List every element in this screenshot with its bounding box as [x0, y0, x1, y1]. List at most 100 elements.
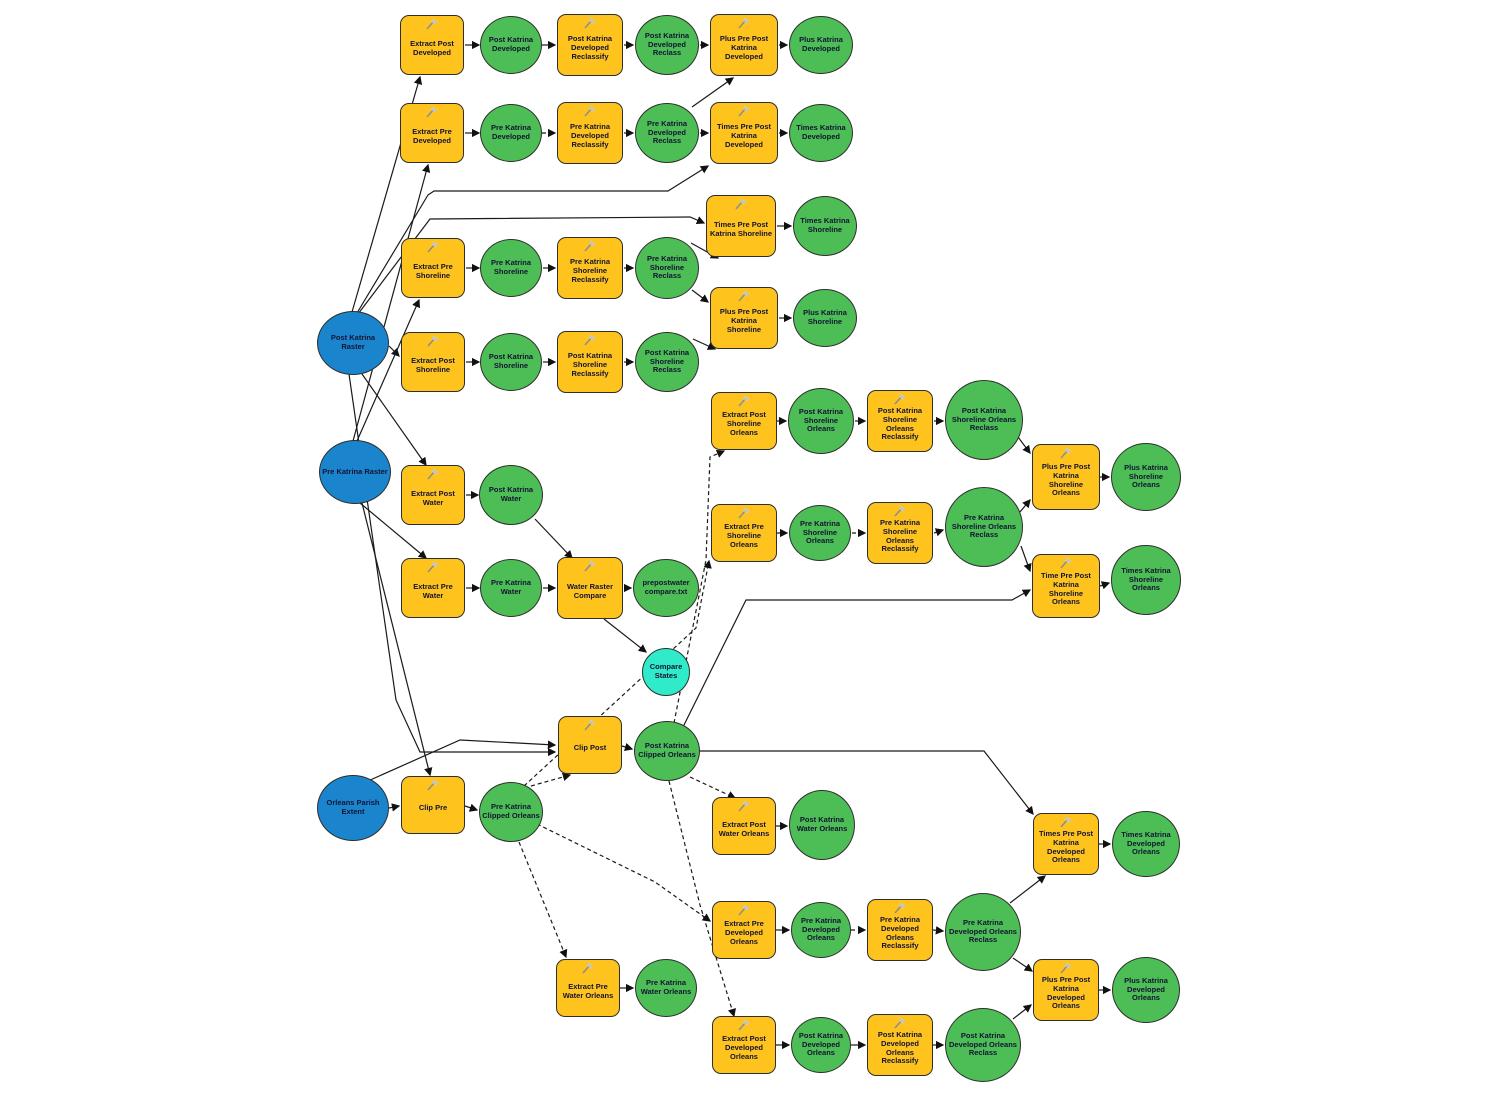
extract-pre-water[interactable]: Extract Pre Water: [401, 558, 465, 618]
extract-post-developed[interactable]: Extract Post Developed: [400, 15, 464, 75]
extract-post-water[interactable]: Extract Post Water: [401, 465, 465, 525]
post-katrina-developed-reclass[interactable]: Post Katrina Developed Reclass: [635, 15, 699, 75]
pre-katrina-shoreline-reclass[interactable]: Pre Katrina Shoreline Reclass: [635, 237, 699, 299]
times-pre-post-katrina-developed[interactable]: Times Pre Post Katrina Developed: [710, 102, 778, 164]
water-raster-compare[interactable]: Water Raster Compare: [557, 557, 623, 619]
post-katrina-water-orleans[interactable]: Post Katrina Water Orleans: [789, 790, 855, 860]
node-label: Post Katrina Raster: [330, 333, 376, 351]
plus-pre-post-katrina-developed[interactable]: Plus Pre Post Katrina Developed: [710, 14, 778, 76]
node-label: Times Katrina Shoreline Orleans: [1121, 565, 1171, 593]
node-label: Extract Pre Shoreline: [413, 261, 453, 280]
edge-post-katrina-shoreline-orleans-reclass-to-plus-pre-post-katrina-shoreline-orleans: [1017, 436, 1031, 455]
pre-katrina-raster[interactable]: Pre Katrina Raster: [319, 440, 391, 504]
pre-katrina-shoreline-orleans-reclassify[interactable]: Pre Katrina Shoreline Orleans Reclassify: [867, 502, 933, 564]
pre-katrina-developed-reclassify[interactable]: Pre Katrina Developed Reclassify: [557, 102, 623, 164]
post-katrina-clipped-orleans[interactable]: Post Katrina Clipped Orleans: [634, 721, 700, 781]
edge-pre-katrina-clipped-orleans-to-extract-pre-developed-orleans: [536, 823, 712, 922]
post-katrina-developed-orleans-reclassify[interactable]: Post Katrina Developed Orleans Reclassif…: [867, 1014, 933, 1076]
node-label: Post Katrina Developed Orleans Reclass: [949, 1030, 1017, 1058]
node-label: Pre Katrina Shoreline: [490, 258, 532, 276]
extract-post-developed-orleans[interactable]: Extract Post Developed Orleans: [712, 1016, 776, 1074]
plus-katrina-shoreline-orleans[interactable]: Plus Katrina Shoreline Orleans: [1111, 443, 1181, 511]
pre-katrina-water-orleans[interactable]: Pre Katrina Water Orleans: [635, 959, 697, 1017]
hammer-tool-icon: [425, 467, 441, 480]
times-pre-post-katrina-developed-orleans[interactable]: Times Pre Post Katrina Developed Orleans: [1033, 813, 1099, 875]
hammer-tool-icon: [580, 961, 596, 974]
pre-katrina-developed-reclass[interactable]: Pre Katrina Developed Reclass: [635, 103, 699, 163]
post-katrina-shoreline[interactable]: Post Katrina Shoreline: [480, 333, 542, 391]
extract-post-shoreline-orleans[interactable]: Extract Post Shoreline Orleans: [711, 392, 777, 450]
times-katrina-shoreline-orleans[interactable]: Times Katrina Shoreline Orleans: [1111, 545, 1181, 615]
extract-pre-shoreline[interactable]: Extract Pre Shoreline: [401, 238, 465, 298]
node-label: Plus Pre Post Katrina Shoreline Orleans: [1041, 461, 1091, 498]
plus-katrina-developed[interactable]: Plus Katrina Developed: [789, 16, 853, 74]
times-katrina-developed-orleans[interactable]: Times Katrina Developed Orleans: [1112, 811, 1180, 877]
pre-katrina-shoreline-orleans[interactable]: Pre Katrina Shoreline Orleans: [789, 505, 851, 561]
node-label: Post Katrina Developed Reclass: [644, 30, 690, 58]
node-label: Pre Katrina Developed Reclass: [646, 118, 688, 146]
extract-pre-shoreline-orleans[interactable]: Extract Pre Shoreline Orleans: [711, 504, 777, 562]
extract-pre-developed-orleans[interactable]: Extract Pre Developed Orleans: [712, 901, 776, 959]
hammer-tool-icon: [582, 16, 598, 29]
post-katrina-shoreline-orleans-reclassify[interactable]: Post Katrina Shoreline Orleans Reclassif…: [867, 390, 933, 452]
pre-katrina-developed-orleans[interactable]: Pre Katrina Developed Orleans: [791, 902, 851, 958]
node-label: Times Pre Post Katrina Developed Orleans: [1038, 828, 1094, 865]
orleans-parish-extent[interactable]: Orleans Parish Extent: [317, 775, 389, 841]
node-label: Post Katrina Developed: [488, 35, 534, 53]
clip-pre[interactable]: Clip Pre: [401, 776, 465, 834]
edge-pre-katrina-developed-reclass-to-plus-pre-post-katrina-developed: [691, 77, 735, 108]
node-label: Times Katrina Shoreline: [800, 216, 850, 234]
times-katrina-developed[interactable]: Times Katrina Developed: [789, 104, 853, 162]
post-katrina-developed-orleans-reclass[interactable]: Post Katrina Developed Orleans Reclass: [945, 1008, 1021, 1082]
edge-pre-katrina-shoreline-orleans-reclassify-to-pre-katrina-shoreline-orleans-reclass: [933, 528, 945, 537]
time-pre-post-katrina-shoreline-orleans[interactable]: Time Pre Post Katrina Shoreline Orleans: [1032, 554, 1100, 618]
plus-katrina-developed-orleans[interactable]: Plus Katrina Developed Orleans: [1112, 957, 1180, 1023]
node-label: Pre Katrina Developed Reclassify: [569, 122, 611, 149]
edge-clip-post-to-post-katrina-clipped-orleans: [621, 742, 634, 751]
pre-katrina-shoreline-reclassify[interactable]: Pre Katrina Shoreline Reclassify: [557, 237, 623, 299]
post-katrina-shoreline-orleans-reclass[interactable]: Post Katrina Shoreline Orleans Reclass: [945, 380, 1023, 460]
clip-post[interactable]: Clip Post: [558, 716, 622, 774]
node-label: Pre Katrina Raster: [322, 466, 388, 476]
node-label: Pre Katrina Shoreline Orleans: [799, 518, 841, 546]
node-label: Extract Post Shoreline: [411, 355, 455, 374]
plus-katrina-shoreline[interactable]: Plus Katrina Shoreline: [793, 289, 857, 347]
post-katrina-developed-reclassify[interactable]: Post Katrina Developed Reclassify: [557, 14, 623, 76]
post-katrina-shoreline-orleans[interactable]: Post Katrina Shoreline Orleans: [788, 388, 854, 454]
extract-pre-water-orleans[interactable]: Extract Pre Water Orleans: [556, 959, 620, 1017]
node-label: Water Raster Compare: [567, 581, 613, 600]
edge-pre-katrina-shoreline-orleans-reclass-to-time-pre-post-katrina-shoreline-orleans: [1020, 545, 1032, 573]
times-katrina-shoreline[interactable]: Times Katrina Shoreline: [793, 196, 857, 256]
post-katrina-raster[interactable]: Post Katrina Raster: [317, 311, 389, 375]
hammer-tool-icon: [425, 778, 441, 791]
pre-katrina-developed-orleans-reclass[interactable]: Pre Katrina Developed Orleans Reclass: [945, 893, 1021, 971]
node-label: Extract Post Developed Orleans: [722, 1034, 766, 1061]
compare-states[interactable]: Compare States: [642, 648, 690, 696]
extract-post-water-orleans[interactable]: Extract Post Water Orleans: [712, 797, 776, 855]
post-katrina-water[interactable]: Post Katrina Water: [479, 465, 543, 525]
prepostwater-compare-txt[interactable]: prepostwater compare.txt: [633, 559, 699, 617]
post-katrina-shoreline-reclassify[interactable]: Post Katrina Shoreline Reclassify: [557, 331, 623, 393]
plus-pre-post-katrina-shoreline[interactable]: Plus Pre Post Katrina Shoreline: [710, 287, 778, 349]
times-pre-post-katrina-shoreline[interactable]: Times Pre Post Katrina Shoreline: [706, 195, 776, 257]
pre-katrina-water[interactable]: Pre Katrina Water: [480, 559, 542, 617]
node-label: Pre Katrina Water Orleans: [640, 978, 692, 996]
pre-katrina-shoreline-orleans-reclass[interactable]: Pre Katrina Shoreline Orleans Reclass: [945, 487, 1023, 567]
node-label: Pre Katrina Developed Orleans Reclass: [949, 917, 1017, 945]
hammer-tool-icon: [736, 799, 752, 812]
extract-post-shoreline[interactable]: Extract Post Shoreline: [401, 332, 465, 392]
hammer-tool-icon: [582, 104, 598, 117]
node-label: Plus Katrina Developed: [799, 35, 843, 53]
edge-pre-katrina-raster-to-clip-pre: [361, 502, 433, 777]
post-katrina-developed-orleans[interactable]: Post Katrina Developed Orleans: [791, 1017, 851, 1073]
pre-katrina-shoreline[interactable]: Pre Katrina Shoreline: [480, 239, 542, 297]
plus-pre-post-katrina-shoreline-orleans[interactable]: Plus Pre Post Katrina Shoreline Orleans: [1032, 444, 1100, 510]
pre-katrina-clipped-orleans[interactable]: Pre Katrina Clipped Orleans: [479, 782, 543, 842]
hammer-tool-icon: [736, 16, 752, 29]
plus-pre-post-katrina-developed-orleans[interactable]: Plus Pre Post Katrina Developed Orleans: [1033, 959, 1099, 1021]
post-katrina-developed[interactable]: Post Katrina Developed: [480, 16, 542, 74]
pre-katrina-developed[interactable]: Pre Katrina Developed: [480, 104, 542, 162]
post-katrina-shoreline-reclass[interactable]: Post Katrina Shoreline Reclass: [635, 332, 699, 392]
pre-katrina-developed-orleans-reclassify[interactable]: Pre Katrina Developed Orleans Reclassify: [867, 899, 933, 961]
extract-pre-developed[interactable]: Extract Pre Developed: [400, 103, 464, 163]
